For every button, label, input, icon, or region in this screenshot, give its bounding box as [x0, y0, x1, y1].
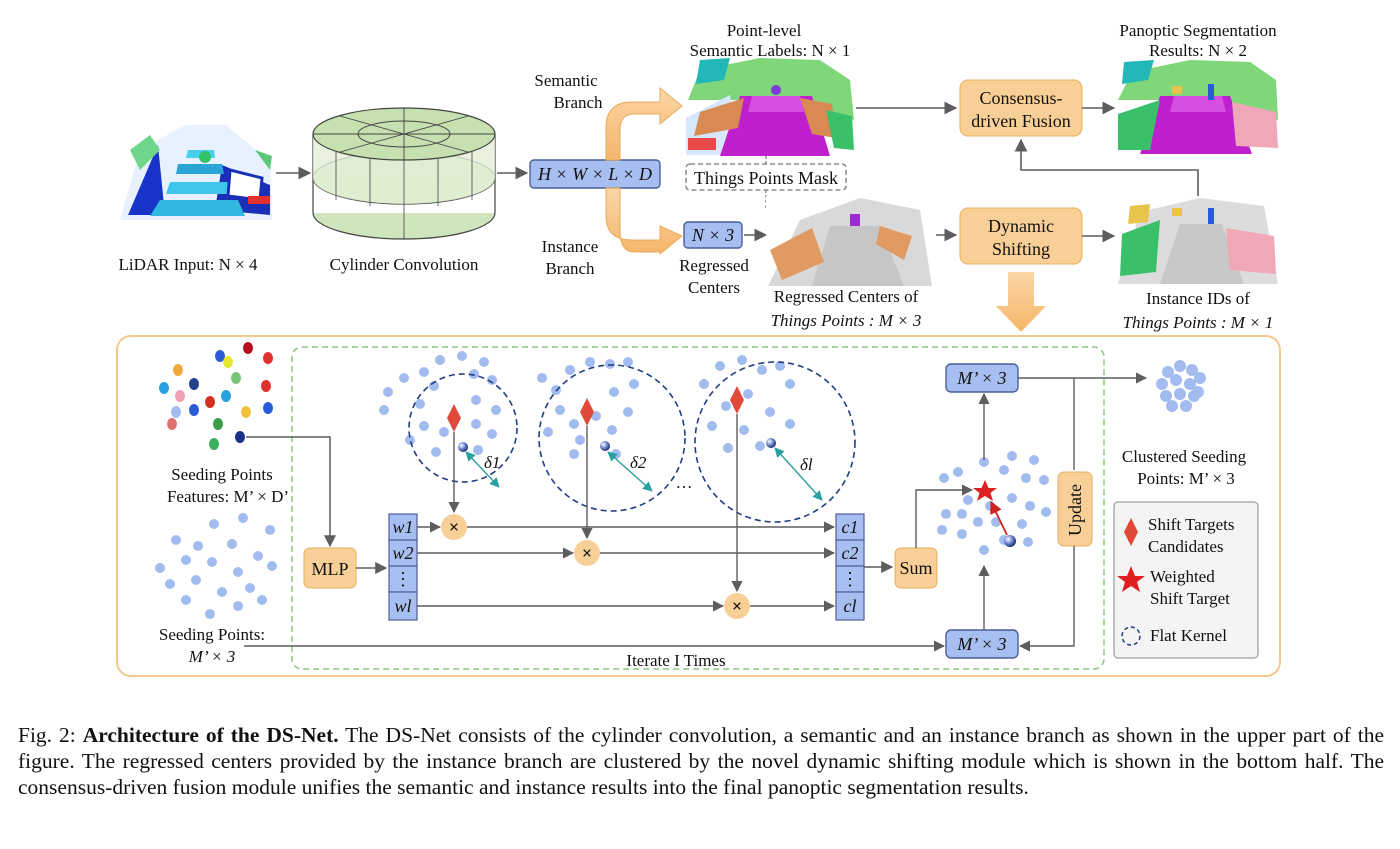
zoom-arrow-icon: [996, 272, 1046, 332]
seeding-points-dots: [155, 513, 277, 619]
center-2-label: c2: [842, 543, 859, 563]
dynamic-shifting-label-1: Dynamic: [988, 216, 1054, 236]
seeding-features-label-1: Seeding Points: [171, 465, 273, 484]
regressed-centers-label-2: Centers: [688, 278, 740, 297]
center-1-label: c1: [842, 517, 859, 537]
seeding-points-label-1: Seeding Points:: [159, 625, 265, 644]
feature-tensor-label: H × W × L × D: [537, 164, 652, 184]
lidar-input-image: [118, 124, 274, 221]
ellipsis-label: …: [676, 473, 693, 492]
center-vdots: ⋮: [841, 569, 859, 589]
mprime-top-label: M’ × 3: [956, 368, 1006, 388]
instance-ids-label-2: Things Points : M × 1: [1123, 313, 1274, 332]
weight-l-label: wl: [394, 596, 411, 616]
instance-branch-label-2: Branch: [545, 259, 595, 278]
weight-vdots: ⋮: [394, 569, 412, 589]
consensus-fusion-label-1: Consensus-: [979, 88, 1062, 108]
regressed-tensor-box: [683, 221, 743, 249]
multiply-l-label: ×: [732, 596, 742, 616]
diamond-icon: [1124, 518, 1138, 546]
update-box: [1057, 471, 1093, 547]
weight-column: [388, 513, 418, 621]
semantic-labels-image: [684, 58, 856, 158]
weighted-shift-target-star: [973, 480, 997, 501]
regressed-tensor-label: N × 3: [691, 225, 734, 245]
seeding-points-label-2: M’ × 3: [188, 647, 235, 666]
figure-caption: Fig. 2: Architecture of the DS-Net. The …: [18, 722, 1384, 800]
mprime-bottom-label: M’ × 3: [956, 634, 1006, 654]
regressed-things-image: [766, 196, 936, 286]
sum-label: Sum: [899, 558, 932, 578]
clustered-label-2: Points: M’ × 3: [1137, 469, 1235, 488]
delta-1-label: δ1: [484, 453, 500, 472]
multiply-2-label: ×: [582, 543, 592, 563]
multiply-1-label: ×: [449, 517, 459, 537]
weight-2-label: w2: [392, 543, 413, 563]
seeding-features-label-2: Features: M’ × D’: [167, 487, 289, 506]
lidar-input-label: LiDAR Input: N × 4: [119, 255, 258, 274]
seed-point-icon: [1004, 535, 1016, 547]
iterate-region: [291, 346, 1105, 670]
consensus-fusion-label-2: driven Fusion: [971, 111, 1071, 131]
center-column: [835, 513, 865, 621]
clustered-points: [1156, 360, 1206, 412]
point-semantic-label-2: Semantic Labels: N × 1: [690, 41, 851, 60]
update-label: Update: [1065, 484, 1085, 536]
branch-split-arrows: [605, 86, 683, 256]
star-icon: [1117, 566, 1145, 592]
cylinder-icon: [312, 107, 496, 240]
things-mask-label: Things Points Mask: [694, 168, 838, 188]
instance-ids-label-1: Instance IDs of: [1146, 289, 1250, 308]
kernel-group-l: [694, 355, 856, 523]
regressed-things-label-1: Regressed Centers of: [774, 287, 919, 306]
regressed-centers-label-1: Regressed: [679, 256, 749, 275]
legend-star-label-2: Shift Target: [1150, 589, 1230, 608]
cylinder-convolution-label: Cylinder Convolution: [330, 255, 479, 274]
semantic-branch-label-2: Branch: [553, 93, 603, 112]
legend-box: [1113, 501, 1259, 659]
multiply-node-1: [441, 514, 467, 540]
iterate-label: Iterate I Times: [626, 651, 725, 670]
caption-body: The DS-Net consists of the cylinder conv…: [18, 723, 1385, 799]
multiply-node-l: [724, 593, 750, 619]
clustered-label-1: Clustered Seeding: [1122, 447, 1247, 466]
kernel-group-2: [537, 357, 686, 512]
point-semantic-label-1: Point-level: [727, 21, 802, 40]
panoptic-results-label-2: Results: N × 2: [1149, 41, 1247, 60]
legend-star-label-1: Weighted: [1150, 567, 1215, 586]
legend-diamond-label-2: Candidates: [1148, 537, 1224, 556]
legend-diamond-label-1: Shift Targets: [1148, 515, 1235, 534]
mlp-label: MLP: [311, 559, 348, 579]
multiply-node-2: [574, 540, 600, 566]
panoptic-results-label-1: Panoptic Segmentation: [1119, 21, 1277, 40]
seeding-features-dots: [159, 342, 273, 450]
dynamic-shifting-label-2: Shifting: [992, 239, 1050, 259]
delta-2-label: δ2: [630, 453, 647, 472]
delta-l-label: δl: [800, 455, 813, 474]
mprime-bottom-box: [945, 629, 1019, 659]
center-l-label: cl: [844, 596, 857, 616]
panoptic-results-image: [1116, 58, 1280, 154]
weight-1-label: w1: [392, 517, 413, 537]
regressed-things-label-2: Things Points : M × 3: [771, 311, 922, 330]
legend-kernel-label: Flat Kernel: [1150, 626, 1227, 645]
caption-title: Architecture of the DS-Net.: [82, 723, 339, 747]
ds-net-architecture-diagram: LiDAR Input: N × 4 Cylinder Convolution …: [116, 21, 1281, 677]
kernel-group-1: [379, 351, 518, 488]
flat-kernel-icon: [1121, 626, 1141, 646]
instance-branch-label-1: Instance: [542, 237, 599, 256]
feature-tensor-box: [529, 159, 661, 189]
caption-prefix: Fig. 2:: [18, 723, 83, 747]
instance-ids-image: [1116, 196, 1280, 284]
semantic-branch-label-1: Semantic: [534, 71, 598, 90]
